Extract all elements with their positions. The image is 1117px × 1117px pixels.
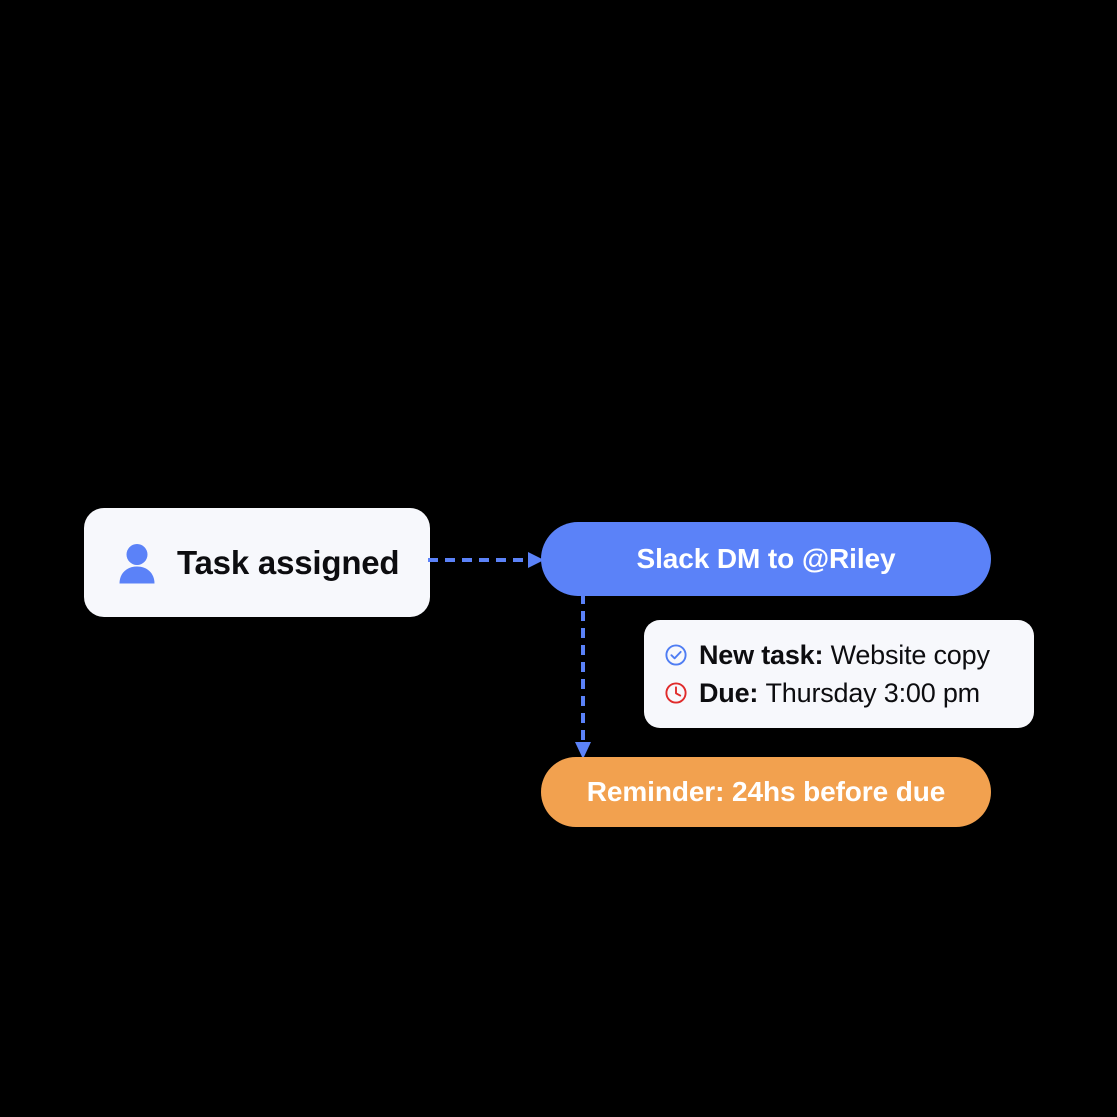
detail-value-new-task: Website copy: [830, 639, 990, 670]
action-node-label: Slack DM to @Riley: [636, 543, 896, 574]
detail-row-new-task: New task: Website copy: [664, 636, 1034, 674]
trigger-node-task-assigned[interactable]: Task assigned: [84, 508, 430, 617]
connector-action-to-reminder: [575, 594, 591, 759]
clock-icon: [665, 682, 687, 704]
person-icon: [115, 541, 159, 585]
detail-row-new-task-text: New task: Website copy: [699, 640, 990, 671]
detail-key-due: Due:: [699, 677, 759, 708]
connector-trigger-to-action: [428, 552, 544, 568]
detail-row-due: Due: Thursday 3:00 pm: [664, 674, 1034, 712]
action-node-slack-dm[interactable]: Slack DM to @Riley: [541, 522, 991, 596]
reminder-node-label: Reminder: 24hs before due: [586, 776, 946, 807]
detail-value-due: Thursday 3:00 pm: [765, 677, 981, 708]
check-circle-icon: [665, 644, 687, 666]
detail-row-due-text: Due: Thursday 3:00 pm: [699, 678, 980, 709]
detail-key-new-task: New task:: [699, 639, 824, 670]
trigger-node-label: Task assigned: [177, 543, 400, 581]
task-detail-card: New task: Website copy Due: Thursday 3:0…: [644, 620, 1034, 728]
reminder-node[interactable]: Reminder: 24hs before due: [541, 757, 991, 827]
